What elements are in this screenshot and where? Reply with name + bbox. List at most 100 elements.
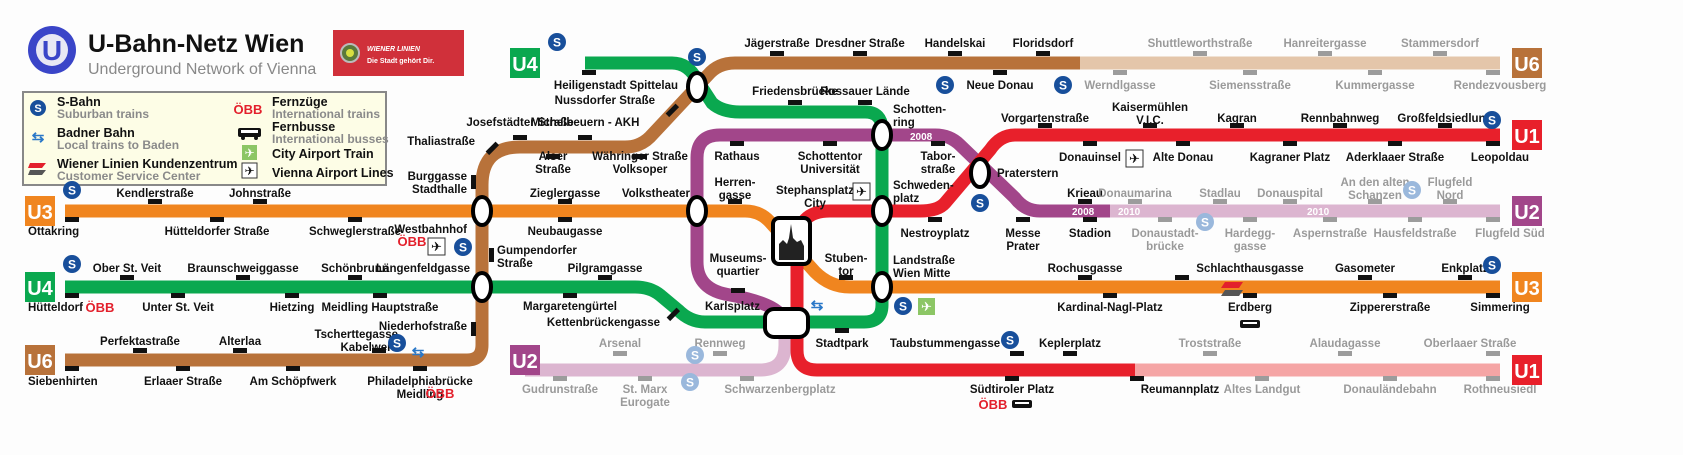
station-label-niederhof[interactable]: Niederhofstraße — [379, 321, 467, 333]
station-label-huetteldorfer[interactable]: Hütteldorfer Straße — [165, 226, 270, 238]
station-label-aderklaaer[interactable]: Aderklaaer Straße — [1346, 152, 1444, 164]
station-label-schoenbrunn[interactable]: Schönbrunn — [321, 263, 389, 275]
line-badge-u2[interactable]: U2 — [510, 345, 540, 375]
station-label-rennbahnweg[interactable]: Rennbahnweg — [1301, 113, 1380, 125]
station-label-alteslandgut[interactable]: Altes Landgut — [1224, 384, 1301, 396]
station-label-volkstheater[interactable]: Volkstheater — [622, 188, 691, 200]
station-label-heiligenstadt[interactable]: Heiligenstadt — [554, 80, 626, 92]
station-label-pilgram[interactable]: Pilgramgasse — [568, 263, 643, 275]
station-label-donauinsel[interactable]: Donauinsel — [1059, 152, 1121, 164]
station-label-erdberg[interactable]: Erdberg — [1228, 302, 1272, 314]
station-label-floridsdorf[interactable]: Floridsdorf — [1013, 38, 1074, 50]
station-label-john[interactable]: Johnstraße — [229, 188, 291, 200]
station-label-kardinal[interactable]: Kardinal-Nagl-Platz — [1057, 302, 1163, 314]
station-label-rossauer[interactable]: Rossauer Lände — [820, 86, 909, 98]
line-badge-u3[interactable]: U3 — [1512, 272, 1542, 302]
station-label-stadtpark[interactable]: Stadtpark — [815, 338, 869, 350]
station-label-westbahnhof[interactable]: Westbahnhof — [394, 224, 467, 236]
station-label-laengenfeld[interactable]: Längenfeldgasse — [376, 263, 470, 275]
station-label-rochus[interactable]: Rochusgasse — [1048, 263, 1123, 275]
station-label-gasometer[interactable]: Gasometer — [1335, 263, 1396, 275]
station-label-schottenring[interactable]: Schotten-ring — [893, 104, 946, 129]
station-label-donaulaende[interactable]: Donauländebahn — [1343, 384, 1436, 396]
station-label-friedens[interactable]: Friedensbrücke — [752, 86, 838, 98]
station-label-vorgarten[interactable]: Vorgartenstraße — [1001, 113, 1089, 125]
station-label-grossfeld[interactable]: Großfeldsiedlung — [1397, 113, 1492, 125]
station-label-erlaaer[interactable]: Erlaaer Straße — [144, 376, 222, 388]
station-label-gudrun[interactable]: Gudrunstraße — [522, 384, 598, 396]
station-label-spittelau[interactable]: Spittelau — [629, 80, 678, 92]
station-label-aspern[interactable]: Aspernstraße — [1293, 228, 1367, 240]
interchange-praterstern[interactable] — [969, 157, 991, 189]
station-label-kummer[interactable]: Kummergasse — [1335, 80, 1414, 92]
wiener-linien-logo[interactable]: WIENER LINIEN Die Stadt gehört Dir. — [333, 30, 464, 76]
line-badge-u6[interactable]: U6 — [1512, 48, 1542, 78]
interchange-schottenring[interactable] — [871, 119, 893, 151]
station-label-schlachthaus[interactable]: Schlachthausgasse — [1196, 263, 1303, 275]
station-label-trost[interactable]: Troststraße — [1179, 338, 1242, 350]
station-label-reumann[interactable]: Reumannplatz — [1141, 384, 1220, 396]
station-label-stubentor[interactable]: Stuben-tor — [825, 253, 868, 278]
station-label-stammersdorf[interactable]: Stammersdorf — [1401, 38, 1479, 50]
station-label-flugfeldsued[interactable]: Flugfeld Süd — [1475, 228, 1545, 240]
interchange-karlsplatz[interactable] — [763, 307, 810, 339]
station-label-huetteldorf[interactable]: Hütteldorf — [28, 302, 83, 314]
station-label-siemens[interactable]: Siemensstraße — [1209, 80, 1291, 92]
station-label-oberlaaer[interactable]: Oberlaaer Straße — [1424, 338, 1517, 350]
station-label-unter_st_veit[interactable]: Unter St. Veit — [142, 302, 214, 314]
station-label-shuttleworth[interactable]: Shuttleworthstraße — [1148, 38, 1253, 50]
station-label-museumsquartier[interactable]: Museums-quartier — [710, 253, 767, 278]
station-label-kepler[interactable]: Keplerplatz — [1039, 338, 1101, 350]
station-label-kendler[interactable]: Kendlerstraße — [116, 188, 193, 200]
station-label-braunschweig[interactable]: Braunschweiggasse — [187, 263, 298, 275]
interchange-landstrasse[interactable] — [871, 271, 893, 303]
interchange-westbahnhof[interactable] — [471, 195, 493, 227]
station-label-tabor[interactable]: Tabor-straße — [921, 151, 956, 176]
line-badge-u1[interactable]: U1 — [1512, 355, 1542, 385]
station-label-neuedonau[interactable]: Neue Donau — [966, 80, 1033, 92]
station-label-werndl[interactable]: Werndlgasse — [1084, 80, 1155, 92]
station-label-stadion[interactable]: Stadion — [1069, 228, 1111, 240]
station-label-rendezvous[interactable]: Rendezvousberg — [1454, 80, 1547, 92]
station-label-stadlau[interactable]: Stadlau — [1199, 188, 1241, 200]
station-label-perfekta[interactable]: Perfektastraße — [100, 336, 180, 348]
station-label-zipperer[interactable]: Zippererstraße — [1350, 302, 1431, 314]
station-label-rothneusiedl[interactable]: Rothneusiedl — [1464, 384, 1537, 396]
station-label-herrengasse[interactable]: Herren-gasse — [715, 177, 756, 202]
station-label-kettenbruecken[interactable]: Kettenbrückengasse — [547, 317, 660, 329]
station-label-siebenhirten[interactable]: Siebenhirten — [28, 376, 98, 388]
station-label-rathaus[interactable]: Rathaus — [714, 151, 759, 163]
station-label-schwarzenberg[interactable]: Schwarzenbergplatz — [724, 384, 835, 396]
station-label-suedtiroler[interactable]: Südtiroler Platz — [970, 384, 1055, 396]
station-label-margareten[interactable]: Margaretengürtel — [523, 301, 617, 313]
station-label-enkplatz[interactable]: Enkplatz — [1441, 263, 1489, 275]
station-label-schwegler[interactable]: Schweglerstraße — [309, 226, 401, 238]
station-label-nussdorfer[interactable]: Nussdorfer Straße — [555, 95, 655, 107]
interchange-schwedenplatz[interactable] — [871, 195, 893, 227]
station-label-schwedenplatz[interactable]: Schweden-platz — [893, 180, 954, 205]
line-badge-u6[interactable]: U6 — [25, 345, 55, 375]
station-label-josefstaedter[interactable]: Josefstädter Straße — [466, 117, 573, 129]
station-label-simmering[interactable]: Simmering — [1470, 302, 1529, 314]
station-label-alauda[interactable]: Alaudagasse — [1310, 338, 1381, 350]
station-label-praterstern[interactable]: Praterstern — [997, 168, 1058, 180]
station-label-leopoldau[interactable]: Leopoldau — [1471, 152, 1529, 164]
line-badge-u4[interactable]: U4 — [510, 48, 540, 78]
station-label-donaustadt[interactable]: Donaustadt-brücke — [1131, 228, 1198, 253]
station-label-donauspital[interactable]: Donauspital — [1257, 188, 1323, 200]
line-badge-u1[interactable]: U1 — [1512, 120, 1542, 150]
station-label-hietzing[interactable]: Hietzing — [270, 302, 315, 314]
station-label-jaeger[interactable]: Jägerstraße — [744, 38, 809, 50]
station-label-nestroy[interactable]: Nestroyplatz — [900, 228, 969, 240]
